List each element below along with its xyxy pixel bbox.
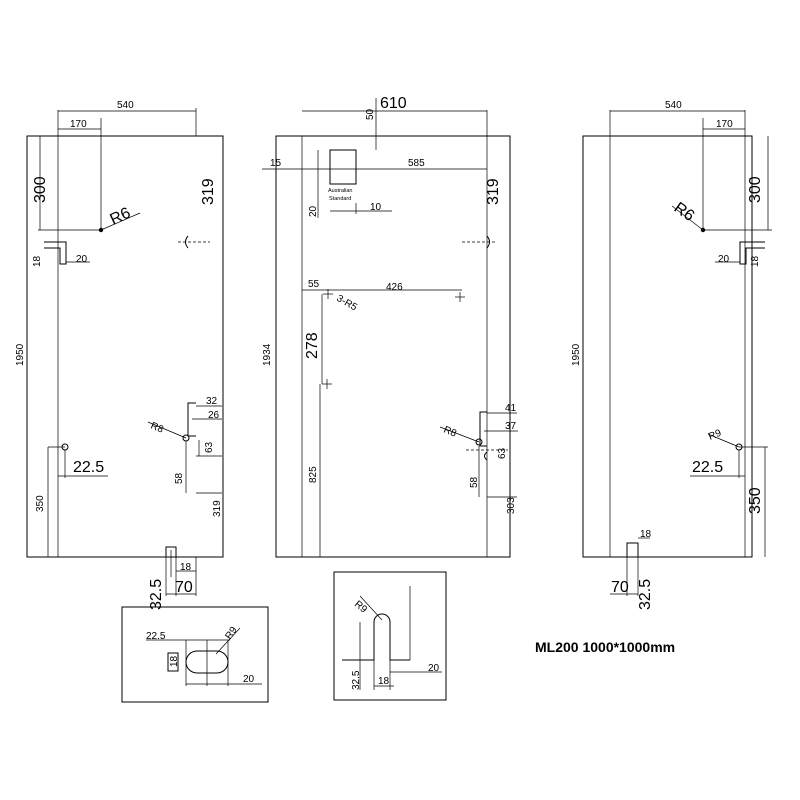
middle-dim-825-label: 825 bbox=[308, 466, 319, 483]
left-radius-leader bbox=[100, 212, 141, 231]
left-dim-32-5-label: 32.5 bbox=[148, 579, 165, 610]
right-panel: 540 170 300 R6 20 18 1950 R9 22.5 350 18… bbox=[571, 100, 772, 610]
detail-notch-radius-label: R9 bbox=[352, 599, 369, 616]
left-radius-label: R6 bbox=[108, 205, 134, 229]
detail-notch-shape bbox=[342, 613, 410, 661]
middle-dim-426-label: 426 bbox=[386, 282, 403, 293]
left-dim-32-label: 32 bbox=[206, 396, 218, 407]
middle-dim-585-label: 585 bbox=[408, 158, 425, 169]
middle-panel-outline bbox=[275, 135, 511, 558]
left-hinge-gap-top-label: 319 bbox=[200, 178, 217, 205]
right-slot-height-label: 18 bbox=[750, 255, 761, 267]
middle-hole-right-top bbox=[455, 292, 465, 302]
right-offset-label: 170 bbox=[716, 119, 733, 130]
right-slot-shape bbox=[739, 241, 765, 265]
middle-height-label: 1934 bbox=[262, 343, 273, 366]
right-mid-radius-label: R9 bbox=[707, 428, 723, 443]
left-dim-26-label: 26 bbox=[208, 410, 220, 421]
right-radius-leader bbox=[671, 205, 704, 231]
middle-standard-label-2: Standard bbox=[329, 196, 351, 202]
middle-hole-left-top bbox=[323, 289, 333, 299]
left-mid-radius-leader bbox=[147, 421, 187, 439]
middle-dim-37-label: 37 bbox=[505, 421, 517, 432]
middle-dim-63-label: 63 bbox=[497, 447, 508, 459]
detail-slot-dim-22-label: 22.5 bbox=[146, 631, 166, 642]
detail-notch-dim-18-label: 18 bbox=[378, 676, 390, 687]
right-radius-label: R6 bbox=[671, 199, 698, 225]
detail-slot-radius-label: R9 bbox=[223, 625, 240, 642]
left-dim-350-label: 350 bbox=[35, 495, 46, 512]
middle-dim-41-label: 41 bbox=[505, 403, 517, 414]
detail-slot-dim-18-label: 18 bbox=[169, 655, 180, 667]
middle-width-label: 610 bbox=[380, 95, 407, 112]
left-hinge-drop-label: 300 bbox=[32, 176, 49, 203]
left-slot-width-label: 20 bbox=[76, 254, 88, 265]
middle-hinge-notch-mid bbox=[484, 451, 488, 461]
middle-standard-label-1: Australian bbox=[328, 188, 352, 194]
left-height-label: 1950 bbox=[15, 343, 26, 366]
detail-notch-dim-20-label: 20 bbox=[428, 663, 440, 674]
detail-slot-dim-20-label: 20 bbox=[243, 674, 255, 685]
right-dim-70-label: 70 bbox=[611, 579, 629, 596]
middle-standard-box bbox=[329, 149, 357, 185]
left-bottom-notch bbox=[165, 546, 177, 557]
middle-hinge-gap-top-label: 319 bbox=[485, 178, 502, 205]
detail-notch-radius-leader bbox=[359, 595, 383, 621]
middle-hole-left-bottom bbox=[322, 379, 332, 389]
middle-holes-label: 3-R5 bbox=[335, 293, 360, 314]
left-dim-70-label: 70 bbox=[175, 579, 193, 596]
middle-dim-10-label: 10 bbox=[370, 202, 382, 213]
left-dim-18-label: 18 bbox=[180, 562, 192, 573]
middle-dim-278-label: 278 bbox=[304, 332, 321, 359]
left-dim-22-label: 22.5 bbox=[73, 459, 104, 476]
middle-dim-50-label: 50 bbox=[365, 108, 376, 120]
left-dim-58-label: 58 bbox=[174, 472, 185, 484]
detail-slot: 22.5 R9 18 20 bbox=[121, 606, 269, 703]
detail-notch: 32.5 R9 18 20 bbox=[333, 571, 447, 701]
left-hinge-mid-outline bbox=[187, 402, 196, 437]
middle-dim-20-label: 20 bbox=[308, 205, 319, 217]
detail-slot-radius-leader bbox=[215, 627, 241, 655]
middle-dim-58-label: 58 bbox=[469, 476, 480, 488]
right-dim-350-label: 350 bbox=[747, 487, 764, 514]
middle-hinge-gap-bottom-label: 303 bbox=[506, 497, 517, 514]
right-dim-32-5-label: 32.5 bbox=[637, 579, 654, 610]
left-offset-label: 170 bbox=[70, 119, 87, 130]
right-bottom-notch bbox=[626, 542, 639, 557]
middle-mid-radius-leader bbox=[439, 426, 480, 443]
left-mid-radius-label: R8 bbox=[149, 421, 165, 436]
detail-notch-frame bbox=[333, 571, 447, 701]
left-panel: 540 170 300 R6 319 18 20 1950 32 26 R8 6… bbox=[15, 100, 224, 610]
left-dim-63-label: 63 bbox=[204, 441, 215, 453]
left-panel-outline bbox=[26, 135, 224, 558]
detail-slot-frame bbox=[121, 606, 269, 703]
detail-notch-dim-32-label: 32.5 bbox=[351, 670, 362, 690]
drawing-caption: ML200 1000*1000mm bbox=[535, 639, 675, 655]
left-slot-shape bbox=[44, 241, 67, 265]
right-dim-18-label: 18 bbox=[640, 529, 652, 540]
right-hinge-drop-label: 300 bbox=[747, 176, 764, 203]
right-slot-width-label: 20 bbox=[718, 254, 730, 265]
left-hinge-gap-bottom-label: 319 bbox=[212, 500, 223, 517]
right-dim-22-label: 22.5 bbox=[692, 459, 723, 476]
left-slot-height-label: 18 bbox=[32, 255, 43, 267]
middle-hinge-mid-outline bbox=[479, 411, 487, 447]
middle-mid-hole bbox=[475, 438, 483, 446]
middle-dim-15-label: 15 bbox=[270, 158, 282, 169]
right-mid-radius-leader bbox=[707, 433, 740, 448]
left-width-label: 540 bbox=[117, 100, 134, 111]
middle-dim-55-label: 55 bbox=[308, 279, 320, 290]
detail-slot-tab bbox=[167, 652, 179, 672]
middle-mid-radius-label: R8 bbox=[442, 425, 458, 440]
right-width-label: 540 bbox=[665, 100, 682, 111]
right-height-label: 1950 bbox=[571, 343, 582, 366]
middle-panel: 610 50 15 585 319 Australian Standard 10… bbox=[262, 95, 518, 558]
right-panel-outline bbox=[582, 135, 753, 558]
